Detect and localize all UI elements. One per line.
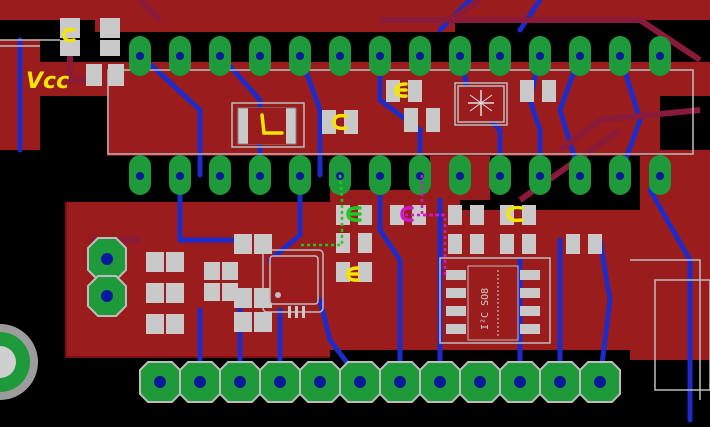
smd-pad	[108, 64, 124, 86]
smd-pad	[204, 262, 220, 280]
smd-pad	[146, 314, 164, 334]
left-connector	[87, 237, 127, 317]
smd-pad	[426, 108, 440, 132]
smd-pad	[234, 312, 252, 332]
qfn-chip	[269, 255, 319, 318]
smd-pad	[254, 234, 272, 254]
inductor-footprint	[237, 107, 297, 145]
smd-pad	[566, 234, 580, 254]
smd-pad	[60, 40, 80, 56]
airwires	[300, 174, 447, 275]
header-top-row	[129, 36, 671, 76]
smd-pad	[470, 234, 484, 254]
smd-pad	[336, 205, 350, 225]
smd-pads	[60, 18, 602, 334]
smd-pad	[358, 262, 372, 282]
smd-pad	[204, 283, 220, 301]
smd-pad	[322, 110, 336, 134]
so8-chip: I²C SO8	[446, 265, 540, 341]
smd-pad	[408, 80, 422, 102]
smd-pad	[470, 205, 484, 225]
smd-pad	[404, 108, 418, 132]
oscillator-footprint	[457, 85, 505, 123]
smd-pad	[254, 288, 272, 308]
smd-pad	[234, 288, 252, 308]
mounting-hole	[0, 324, 38, 400]
annotations	[62, 27, 524, 282]
smd-pad	[100, 40, 120, 56]
header-bottom-row	[139, 361, 621, 403]
smd-pad	[344, 110, 358, 134]
smd-pad	[390, 205, 404, 225]
smd-pad	[234, 234, 252, 254]
smd-pad	[542, 80, 556, 102]
smd-pad	[448, 205, 462, 225]
smd-pad	[222, 262, 238, 280]
smd-pad	[522, 205, 536, 225]
smd-pad	[100, 18, 120, 38]
smd-pad	[448, 234, 462, 254]
smd-pad	[520, 80, 534, 102]
smd-pad	[588, 234, 602, 254]
smd-pad	[358, 233, 372, 253]
smd-pad	[336, 262, 350, 282]
smd-pad	[166, 252, 184, 272]
smd-pad	[146, 283, 164, 303]
smd-pad	[146, 252, 164, 272]
smd-pad	[166, 314, 184, 334]
smd-pad	[166, 283, 184, 303]
smd-pad	[86, 64, 102, 86]
smd-pad	[254, 312, 272, 332]
smd-pad	[500, 234, 514, 254]
vcc-label: Vcc	[26, 69, 69, 94]
chip-label: I²C SO8	[480, 288, 491, 330]
header-middle-row	[129, 155, 671, 195]
silkscreen-outlines	[0, 39, 710, 400]
smd-pad	[522, 234, 536, 254]
